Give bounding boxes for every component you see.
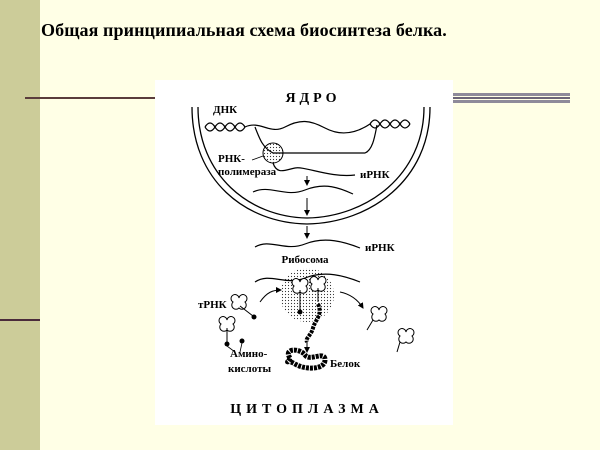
mrna-transcript [272, 162, 356, 177]
title-divider-left [25, 97, 155, 99]
mrna-strand-cytoplasm [254, 239, 361, 249]
dna-helix [204, 119, 411, 154]
amino-acid-pointers [226, 342, 243, 353]
arrow-icon [339, 291, 364, 309]
mrna-label-nucleus: иРНК [360, 169, 390, 181]
mrna-on-ribosome [254, 273, 361, 283]
slide-title: Общая принципиальная схема биосинтеза бе… [41, 20, 447, 40]
amino-acid [251, 314, 257, 320]
rna-polymerase-label-2: полимераза [218, 166, 277, 178]
protein-blob [285, 347, 328, 371]
ribosome [280, 268, 334, 322]
rna-polymerase [262, 142, 284, 164]
slide-sidebar-bar [0, 0, 40, 450]
dna-label: ДНК [213, 104, 237, 116]
nuclear-membrane [191, 106, 431, 225]
amino-acid [239, 338, 245, 344]
mrna-label-cytoplasm: иРНК [365, 242, 395, 254]
title-divider-right [453, 93, 570, 103]
trna-in-ribosome [291, 276, 327, 310]
protein-label: Белок [330, 358, 361, 370]
amino-acid [297, 309, 303, 315]
cytoplasm-label: ЦИТОПЛАЗМА [230, 402, 384, 417]
amino-acid [224, 341, 230, 347]
protein-biosynthesis-diagram: ЯДРО ДНК РНК- полимераза иРНК иРНК Рибос… [155, 80, 453, 425]
rna-polymerase-label-1: РНК- [218, 153, 245, 165]
polymerase-pointer [251, 155, 264, 161]
arrow-icon [259, 287, 282, 303]
trna-label: тРНК [198, 299, 227, 311]
amino-acids-label-1: Амино- [230, 348, 268, 360]
diagram-svg: ЯДРО ДНК РНК- полимераза иРНК иРНК Рибос… [191, 91, 431, 417]
nucleus-label: ЯДРО [285, 91, 340, 106]
amino-acids-label-2: кислоты [228, 363, 271, 375]
mrna-strand [252, 185, 354, 195]
ribosome-label: Рибосома [281, 254, 329, 266]
trna-molecule [218, 294, 415, 353]
polypeptide-chain [304, 303, 322, 343]
sidebar-accent-line [0, 319, 40, 321]
